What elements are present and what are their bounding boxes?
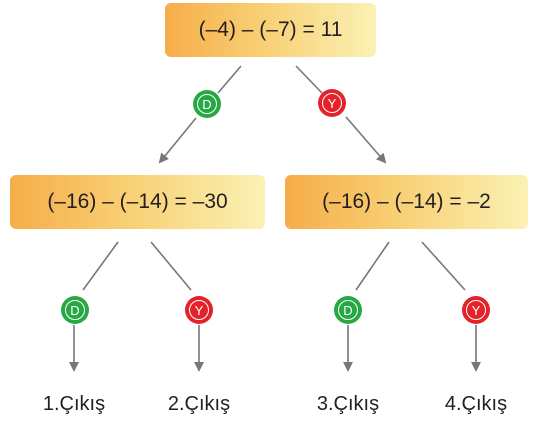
right-expression: (–16) – (–14) = –2 [322,190,491,213]
edge-root-to-right-arrow [345,116,387,164]
root-expression-box: (–4) – (–7) = 11 [165,3,376,57]
true-badge-icon: D [334,296,362,324]
false-badge-icon: Y [462,296,490,324]
left-expression: (–16) – (–14) = –30 [47,190,228,213]
output-3-label: 3.Çıkış [316,393,380,415]
edge-root-to-left-upper [217,65,242,94]
false-badge-letter: Y [189,300,209,320]
true-badge-icon: D [193,90,221,118]
edge-left-to-output2-upper [150,241,192,291]
false-badge-letter: Y [322,93,342,113]
true-badge-letter: D [65,300,85,320]
root-expression: (–4) – (–7) = 11 [198,18,343,41]
false-badge-icon: Y [185,296,213,324]
false-badge-icon: Y [318,89,346,117]
output-1-label: 1.Çıkış [42,393,106,415]
edge-left-to-output1-upper [82,241,119,291]
output-4-label: 4.Çıkış [444,393,508,415]
true-badge-letter: D [338,300,358,320]
output-2-label: 2.Çıkış [167,393,231,415]
edge-root-to-left-arrow [158,117,197,164]
left-expression-box: (–16) – (–14) = –30 [10,175,265,229]
edge-right-to-output4-upper [421,241,466,291]
true-badge-icon: D [61,296,89,324]
false-badge-letter: Y [466,300,486,320]
true-badge-letter: D [197,94,217,114]
right-expression-box: (–16) – (–14) = –2 [285,175,528,229]
edge-right-to-output3-upper [355,241,390,291]
edge-root-to-right-upper [295,65,323,94]
